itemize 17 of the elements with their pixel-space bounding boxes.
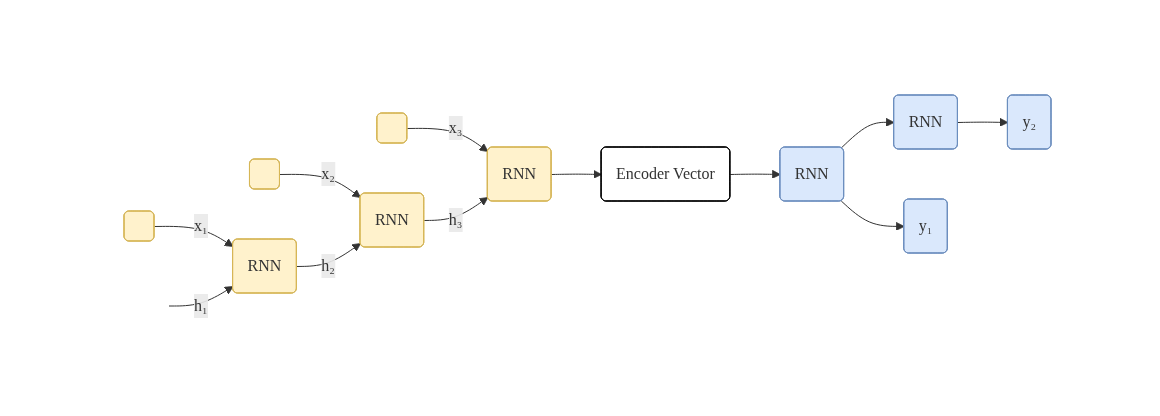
arrow	[296, 243, 361, 267]
arrow	[279, 173, 361, 198]
arrow	[423, 197, 489, 221]
arrow	[154, 225, 234, 247]
arrow	[551, 169, 602, 179]
edge-label: h₂	[321, 257, 335, 274]
edge-label: h₃	[448, 211, 463, 228]
arrow	[729, 169, 781, 179]
edge-label: x₁	[194, 217, 208, 234]
edge-label: x₃	[448, 119, 463, 136]
arrow	[840, 200, 905, 231]
arrow	[840, 117, 895, 149]
edge-label: h₁	[194, 297, 208, 314]
arrow	[957, 117, 1009, 127]
arrow	[406, 127, 489, 152]
edge-label: x₂	[321, 165, 335, 182]
arrow	[168, 286, 234, 307]
